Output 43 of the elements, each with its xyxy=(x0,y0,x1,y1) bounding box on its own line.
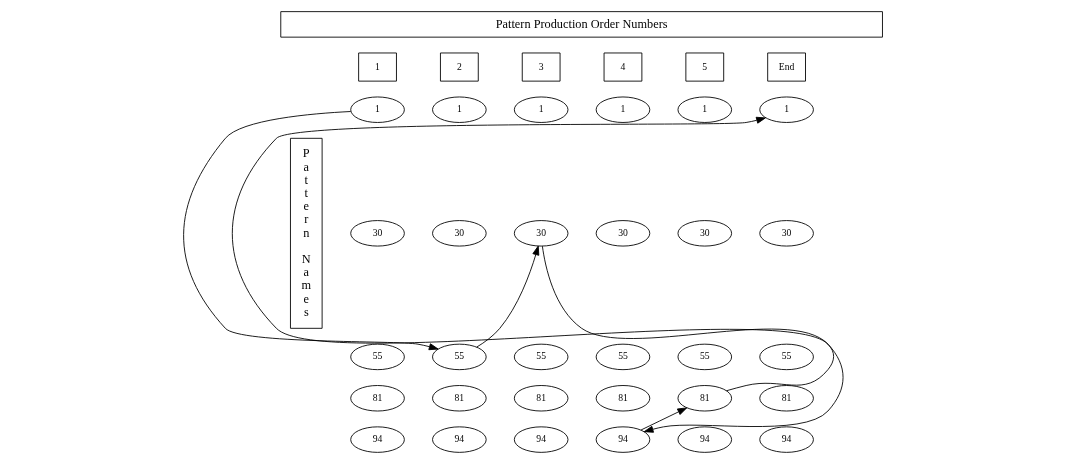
node-box: 5 xyxy=(685,52,725,82)
node-ellipse: 94 xyxy=(759,426,814,453)
arrow xyxy=(541,245,844,433)
node-ellipse: 81 xyxy=(432,385,487,412)
node-box: 1 xyxy=(358,52,397,82)
node-ellipse: 94 xyxy=(432,426,487,453)
arrow xyxy=(183,111,439,351)
node-box: 4 xyxy=(603,52,643,82)
node-ellipse: 55 xyxy=(513,343,569,371)
node-ellipse: 55 xyxy=(432,343,487,371)
node-ellipse: 55 xyxy=(677,343,733,371)
node-ellipse: 1 xyxy=(350,96,405,123)
node-ellipse: 30 xyxy=(595,220,651,247)
node-ellipse: 30 xyxy=(513,220,569,247)
node-box: Pattern Names xyxy=(290,137,323,329)
node-ellipse: 81 xyxy=(677,385,733,412)
arrow xyxy=(640,407,688,431)
node-ellipse: 1 xyxy=(595,96,651,123)
node-box: End xyxy=(767,52,806,82)
node-ellipse: 81 xyxy=(759,385,814,412)
node-ellipse: 30 xyxy=(759,220,814,247)
node-ellipse: 94 xyxy=(513,426,569,453)
node-ellipse: 55 xyxy=(759,343,814,371)
node-box: 3 xyxy=(521,52,561,82)
node-ellipse: 30 xyxy=(432,220,487,247)
node-ellipse: 94 xyxy=(677,426,733,453)
node-ellipse: 55 xyxy=(350,343,405,371)
node-ellipse: 1 xyxy=(432,96,487,123)
node-ellipse: 81 xyxy=(513,385,569,412)
node-ellipse: 94 xyxy=(595,426,651,453)
node-box: 2 xyxy=(440,52,479,82)
node-ellipse: 81 xyxy=(350,385,405,412)
node-ellipse: 55 xyxy=(595,343,651,371)
node-ellipse: 1 xyxy=(513,96,569,123)
node-ellipse: 30 xyxy=(677,220,733,247)
node-ellipse: 1 xyxy=(677,96,733,123)
node-ellipse: 94 xyxy=(350,426,405,453)
node-box: Pattern Production Order Numbers xyxy=(280,11,883,38)
node-ellipse: 81 xyxy=(595,385,651,412)
arrow xyxy=(231,116,835,392)
node-ellipse: 1 xyxy=(759,96,814,123)
arrow xyxy=(476,245,540,348)
node-ellipse: 30 xyxy=(350,220,405,247)
